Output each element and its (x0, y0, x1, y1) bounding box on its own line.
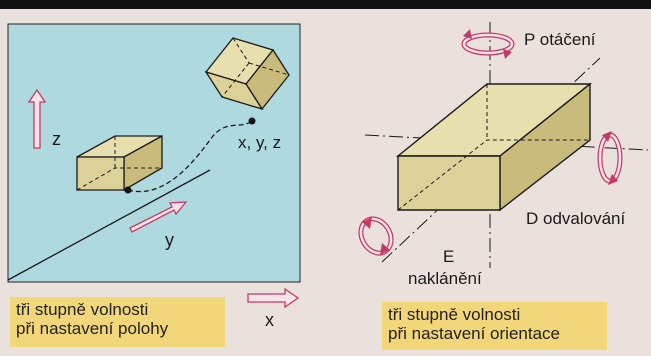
caption-orientation: tři stupně volnosti při nastavení orient… (382, 302, 607, 350)
caption-position: tři stupně volnosti při nastavení polohy (10, 297, 225, 347)
rotation-e-label: naklánění (408, 269, 482, 288)
top-border (0, 0, 651, 9)
z-axis-arrow (27, 88, 47, 149)
x-axis-label: x (265, 310, 274, 330)
x-axis-arrow (247, 287, 300, 309)
trajectory-path (127, 120, 253, 193)
target-point (248, 117, 256, 125)
caption-position-line1: tři stupně volnosti (16, 300, 149, 319)
block-target (204, 37, 290, 111)
target-point-label: x, y, z (238, 133, 281, 152)
rotation-p-arrow (461, 29, 515, 59)
y-axis-label: y (165, 230, 174, 250)
caption-position-line2: při nastavení polohy (16, 319, 169, 338)
rotation-e-letter: E (443, 247, 454, 266)
rotation-p-label: P otáčení (524, 30, 596, 49)
rotation-d-label: D odvalování (526, 209, 626, 228)
y-axis-arrow (129, 201, 188, 233)
caption-orientation-line1: tři stupně volnosti (388, 305, 521, 324)
block-start (76, 134, 163, 192)
z-axis-label: z (52, 129, 61, 149)
rotation-e-arrow (358, 216, 394, 256)
block-orientation (396, 82, 592, 212)
ground-line (7, 169, 211, 281)
rotation-d-arrow (597, 131, 623, 185)
caption-orientation-line2: při nastavení orientace (388, 324, 560, 343)
